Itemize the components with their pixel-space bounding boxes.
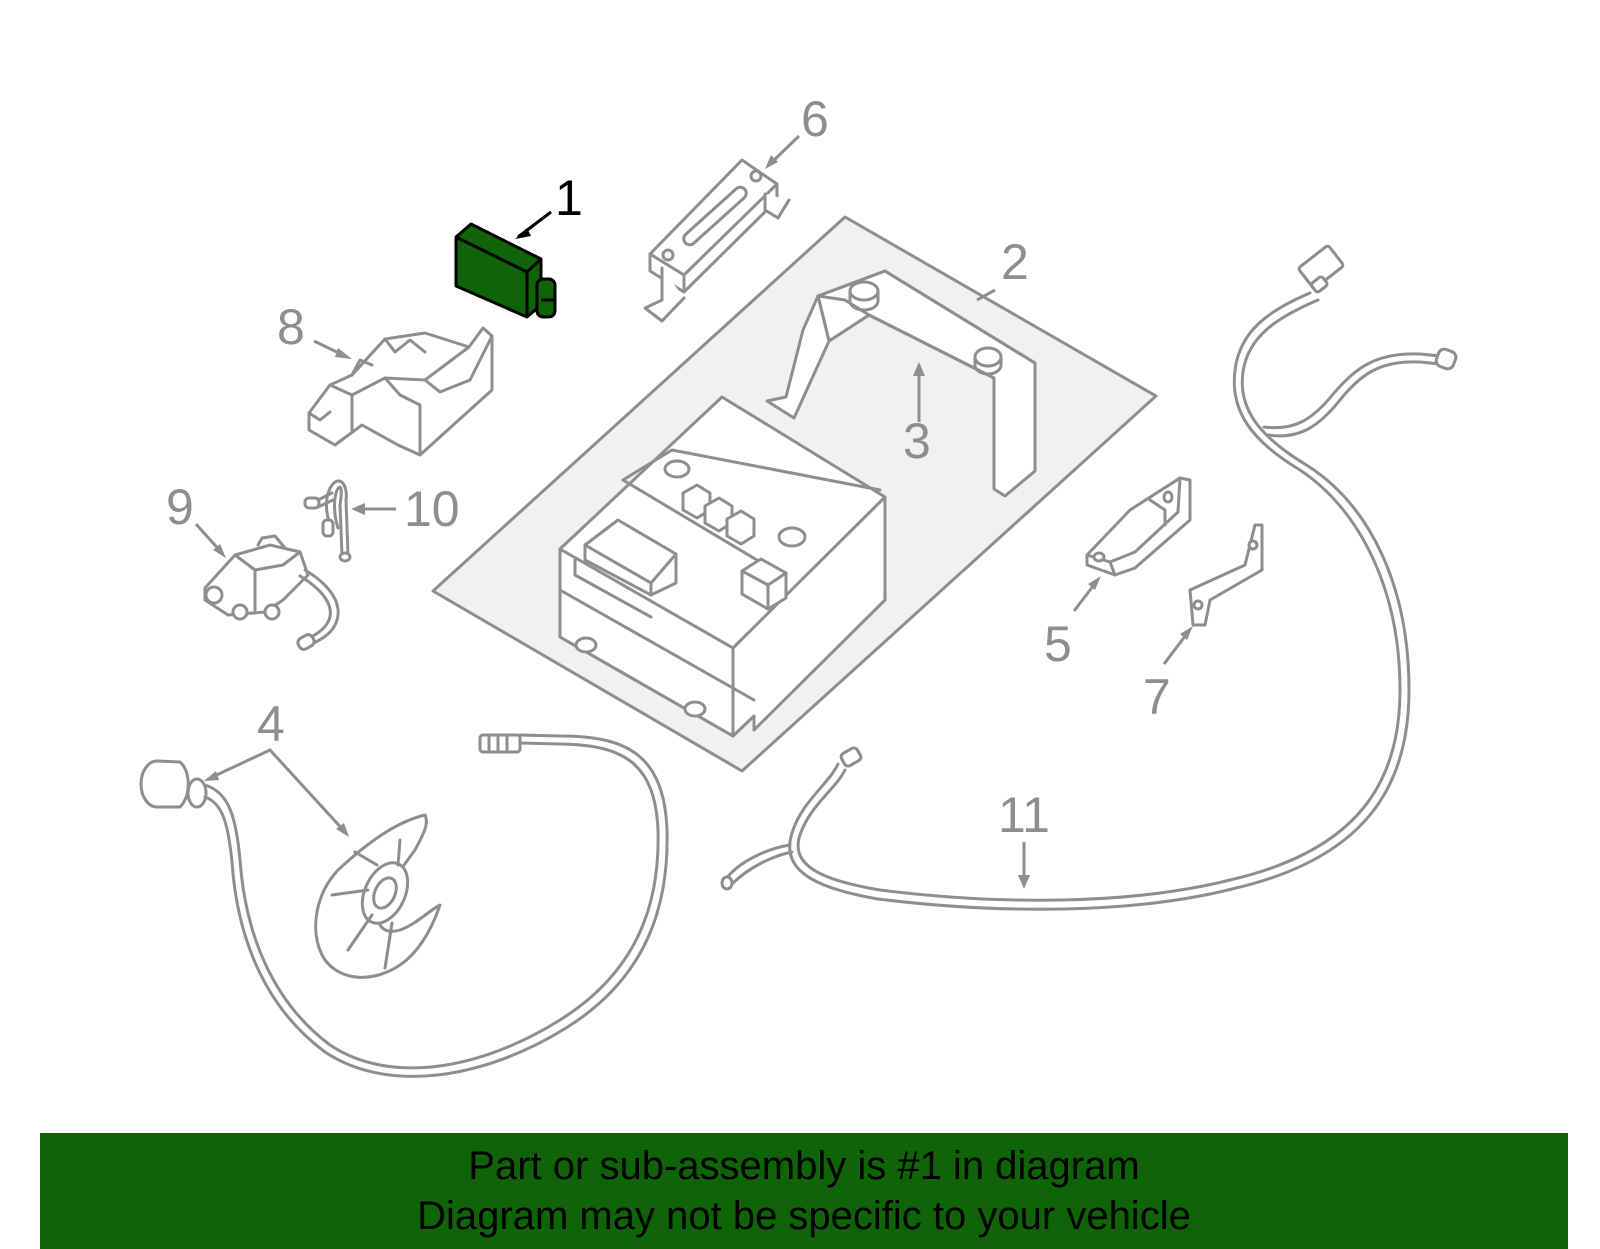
- leader-line-6: [765, 134, 801, 169]
- bracket-5: [1085, 476, 1192, 577]
- upper-bracket: [643, 158, 791, 323]
- sensor-unit: [203, 534, 340, 651]
- callout-11[interactable]: 11: [998, 787, 1050, 843]
- banner-line-part-number: Part or sub-assembly is #1 in diagram: [468, 1144, 1140, 1188]
- callout-3[interactable]: 3: [903, 413, 931, 469]
- small-tube: [303, 479, 352, 563]
- leader-line-8: [313, 339, 352, 359]
- callout-4[interactable]: 4: [257, 696, 285, 752]
- callout-10[interactable]: 10: [404, 481, 460, 537]
- module-mount-bracket: [307, 326, 494, 457]
- callout-9[interactable]: 9: [166, 479, 194, 535]
- leader-line-11: [1018, 842, 1030, 889]
- bridge-bracket: [765, 269, 1037, 498]
- leader-line-10: [351, 503, 396, 515]
- callout-7[interactable]: 7: [1143, 669, 1171, 725]
- wheel-speed-sensor: [139, 733, 669, 1078]
- leader-line-2: [976, 288, 996, 302]
- leader-line-3: [913, 362, 925, 422]
- leader-line-5: [1072, 576, 1101, 612]
- leader-line-4: [204, 748, 349, 837]
- callout-6[interactable]: 6: [801, 91, 829, 147]
- callout-5[interactable]: 5: [1044, 616, 1072, 672]
- info-banner: Part or sub-assembly is #1 in diagram Di…: [40, 1133, 1568, 1249]
- callout-2[interactable]: 2: [1001, 234, 1029, 290]
- highlighted-module[interactable]: [454, 222, 557, 319]
- callout-1[interactable]: 1: [555, 170, 583, 226]
- leader-line-1: [515, 210, 552, 239]
- callout-8[interactable]: 8: [277, 299, 305, 355]
- battery-box: [558, 395, 887, 738]
- backing-plate: [314, 813, 442, 979]
- long-harness: [720, 244, 1458, 911]
- banner-line-disclaimer: Diagram may not be specific to your vehi…: [417, 1194, 1191, 1238]
- leader-line-7: [1162, 626, 1193, 665]
- leader-line-9: [194, 522, 226, 558]
- bracket-7: [1188, 523, 1264, 627]
